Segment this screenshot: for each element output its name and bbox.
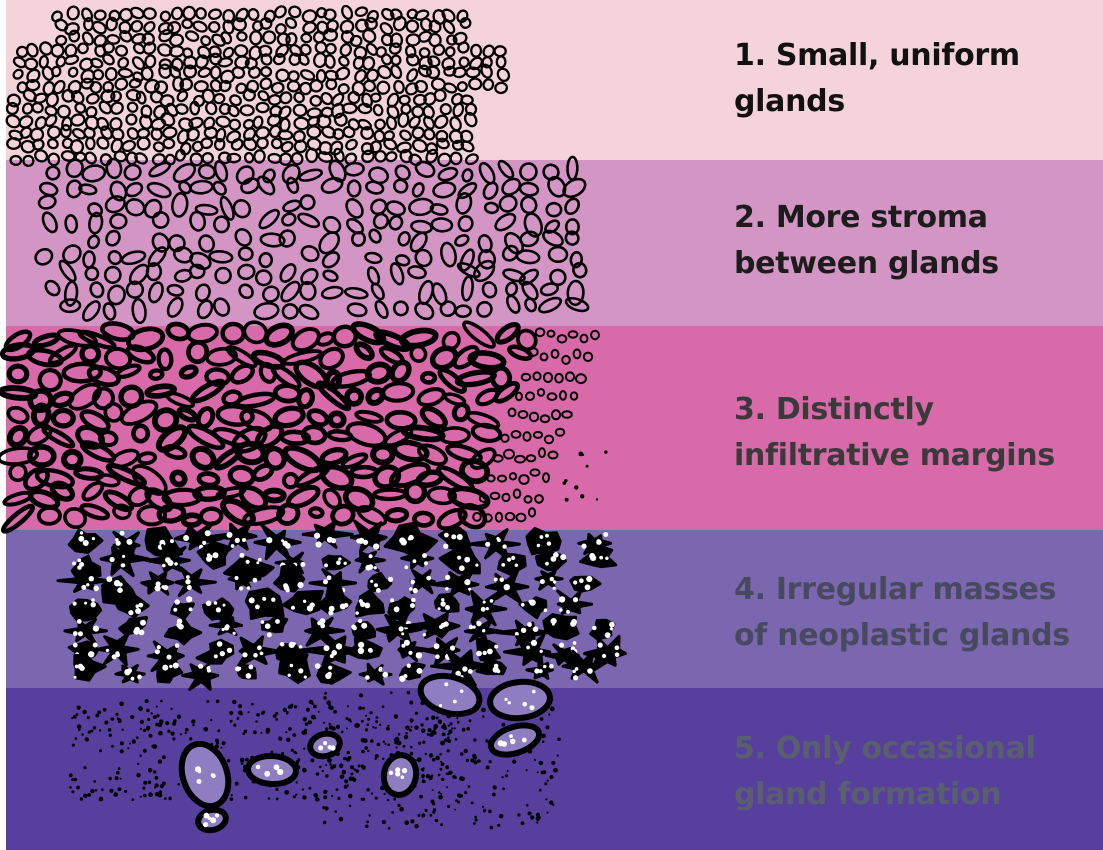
pattern-1-label-line-2: glands bbox=[734, 79, 1094, 125]
pattern-1-label: 1. Small, uniform glands bbox=[734, 33, 1094, 125]
pattern-4-masses bbox=[58, 521, 626, 690]
pattern-2-label-line-1: 2. More stroma bbox=[734, 195, 1094, 241]
pattern-4-label: 4. Irregular masses of neoplastic glands bbox=[734, 567, 1094, 659]
pattern-5-label-line-1: 5. Only occasional bbox=[734, 726, 1094, 772]
pattern-5-label-line-2: gland formation bbox=[734, 772, 1094, 818]
pattern-2-glands bbox=[33, 157, 590, 324]
pattern-2-label-line-2: between glands bbox=[734, 241, 1094, 287]
pattern-5-sheets bbox=[69, 670, 561, 833]
pattern-1-glands bbox=[4, 4, 511, 168]
pattern-3-label-line-1: 3. Distinctly bbox=[734, 387, 1094, 433]
pattern-3-glands bbox=[0, 318, 608, 534]
pattern-2-label: 2. More stroma between glands bbox=[734, 195, 1094, 287]
pattern-3-label-line-2: infiltrative margins bbox=[734, 433, 1094, 479]
pattern-4-label-line-2: of neoplastic glands bbox=[734, 613, 1094, 659]
pattern-3-label: 3. Distinctly infiltrative margins bbox=[734, 387, 1094, 479]
pattern-4-label-line-1: 4. Irregular masses bbox=[734, 567, 1094, 613]
pattern-1-label-line-1: 1. Small, uniform bbox=[734, 33, 1094, 79]
pattern-5-label: 5. Only occasional gland formation bbox=[734, 726, 1094, 818]
